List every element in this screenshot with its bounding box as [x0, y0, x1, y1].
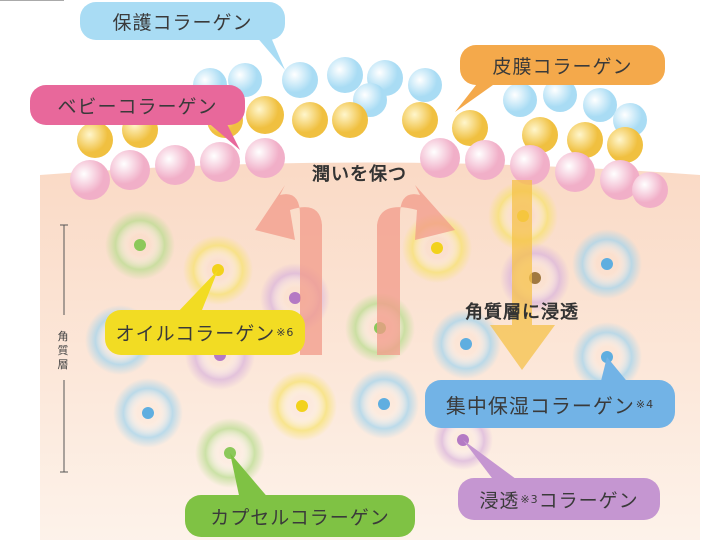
label-protect-collagen: 保護コラーゲン: [80, 2, 285, 40]
label-capsule-collagen: カプセルコラーゲン: [185, 495, 415, 537]
footnote-mark: ※4: [635, 397, 655, 411]
stratum-corneum-label: 角質層: [57, 330, 69, 371]
label-pointers: [175, 35, 630, 500]
pink-collagen-bubbles: [70, 138, 668, 208]
label-text: 集中保湿コラーゲン: [445, 393, 635, 418]
penetrate-annotation: 角質層に浸透: [465, 302, 579, 323]
footnote-mark: ※3: [520, 492, 539, 506]
label-text: 皮膜コラーゲン: [492, 55, 633, 78]
label-text: オイルコラーゲン: [115, 323, 276, 345]
layer-bracket: [0, 0, 68, 473]
blue-collagen-bubbles: [193, 57, 647, 137]
label-film-collagen: 皮膜コラーゲン: [460, 45, 665, 85]
label-baby-collagen: ベビーコラーゲン: [30, 85, 245, 125]
moisture-annotation: 潤いを保つ: [312, 164, 407, 185]
label-text: カプセルコラーゲン: [210, 506, 390, 529]
label-text: ベビーコラーゲン: [57, 95, 218, 118]
label-text: コラーゲン: [538, 489, 639, 512]
penetrate-arrow: [490, 180, 555, 370]
label-text: 浸透: [479, 489, 520, 512]
footnote-mark: ※6: [276, 326, 295, 339]
label-intensive-collagen: 集中保湿コラーゲン※4: [425, 380, 675, 428]
label-oil-collagen: オイルコラーゲン※6: [105, 310, 305, 355]
moisture-arrows: [255, 185, 455, 355]
label-text: 保護コラーゲン: [112, 11, 253, 34]
